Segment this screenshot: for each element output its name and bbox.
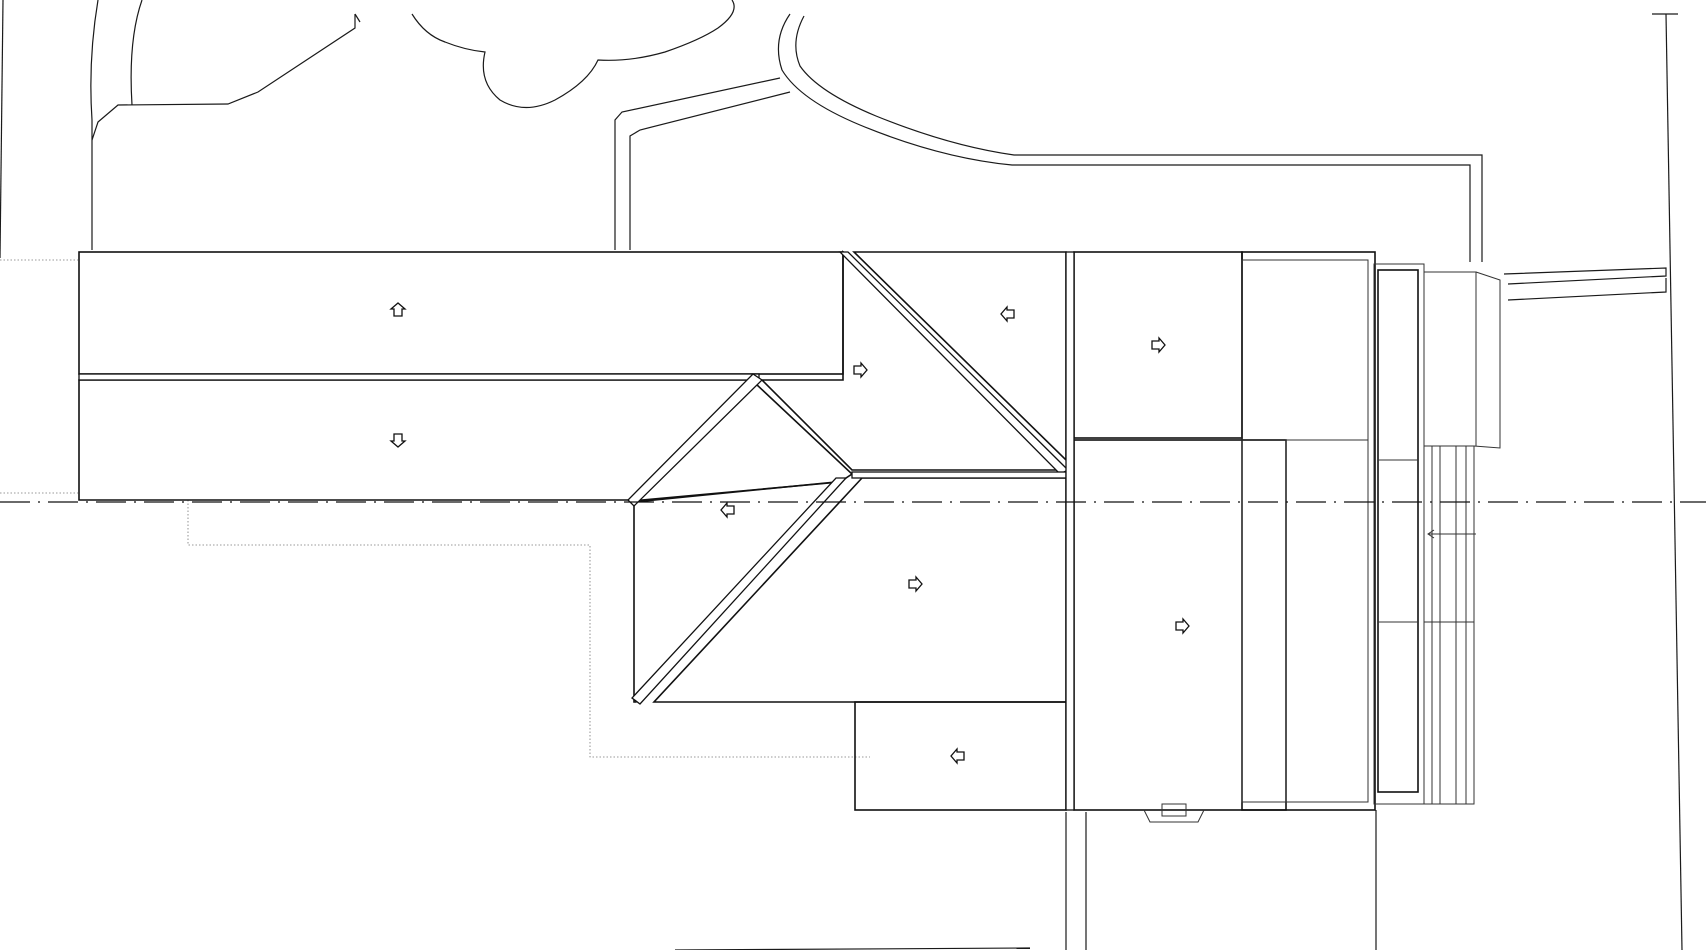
footpath-east-edge	[629, 91, 791, 250]
steps-direction-arrow	[1427, 529, 1476, 539]
left-boundary-line	[0, 0, 4, 259]
steps-outline	[1423, 445, 1475, 805]
hip-west-wing-end	[627, 373, 764, 507]
roof-plane-west-wing-north	[78, 251, 844, 375]
dotted-footprint	[187, 500, 870, 758]
porch-roof	[1473, 271, 1501, 449]
arrow-south-central-icon	[908, 575, 923, 593]
driveway-inner-edge	[795, 15, 1483, 262]
driveway-outer-edge	[777, 13, 1471, 172]
east-path-top	[1503, 267, 1667, 285]
arrow-west-north-icon	[389, 302, 407, 317]
deck-frame	[1373, 263, 1425, 805]
roof-plane-south-central	[652, 477, 1067, 703]
arrow-south-triangle-icon	[720, 501, 735, 519]
slope-arrows	[389, 302, 1190, 765]
deck-slats	[1377, 269, 1419, 793]
arrow-west-south-icon	[389, 433, 407, 448]
roof-plane-central-hip-west	[760, 250, 1068, 471]
entrance-canopy	[1143, 809, 1205, 823]
garden-bed-path-2	[354, 13, 361, 23]
entrance-canopy-box	[1161, 803, 1187, 817]
hip-central-south	[631, 477, 848, 705]
ridge-central-horizontal	[851, 471, 1067, 479]
porch-outline	[1423, 264, 1477, 446]
garden-bed-path	[91, 14, 356, 141]
ridge-spine-vertical	[1065, 251, 1075, 811]
ridge-west-wing	[78, 373, 760, 381]
arrow-central-hip-icon	[853, 361, 868, 379]
flat-roof-outer	[1241, 251, 1376, 811]
arrow-east-south-icon	[1175, 617, 1190, 635]
roof-plane-north-hip	[852, 251, 1067, 462]
hip-central-north	[838, 251, 1070, 475]
roof-planes	[78, 250, 1287, 811]
arrow-east-north-icon	[1151, 336, 1166, 354]
garden-curve-outer	[90, 0, 99, 250]
tree-canopy-outline	[411, 0, 735, 109]
ridges	[78, 251, 1075, 811]
east-boundary-line	[1665, 13, 1683, 950]
flat-roof-inner-ledge	[1285, 439, 1369, 803]
arrow-north-hip-icon	[1000, 305, 1015, 323]
footpath-west-edge	[614, 77, 781, 250]
east-path-bottom	[1507, 278, 1667, 301]
flat-roof-terrace	[1143, 251, 1501, 823]
garden-curve-inner	[130, 0, 143, 106]
roof-plane-south-west-triangle	[633, 480, 838, 703]
flat-roof-inner	[1241, 259, 1369, 803]
roof-plane-south-hip-triangle	[631, 382, 854, 501]
arrow-south-east-lower-icon	[950, 747, 965, 765]
